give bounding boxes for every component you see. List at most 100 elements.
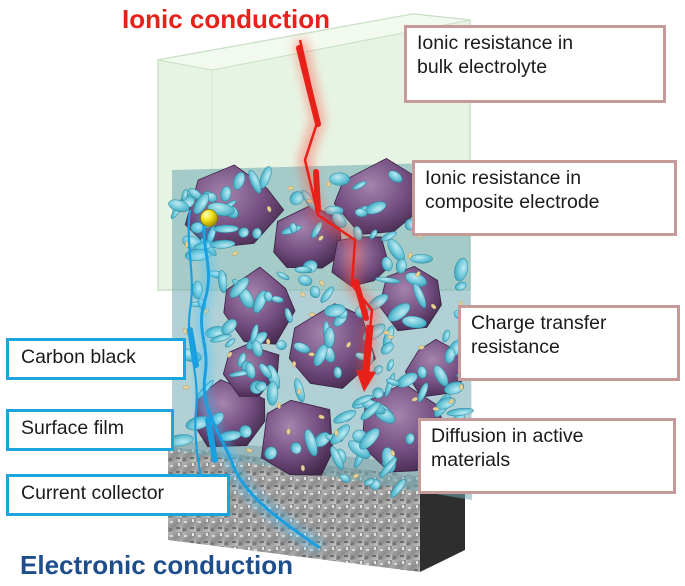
surface-film-grain <box>418 345 425 350</box>
carbon-black-flake <box>323 303 346 318</box>
label-line: Ionic resistance in <box>425 167 582 189</box>
carbon-black-flake <box>372 387 384 399</box>
carbon-black-flake <box>444 347 456 364</box>
carbon-black-flake <box>250 324 259 344</box>
carbon-black-flake <box>417 382 429 402</box>
label-line: resistance <box>471 335 560 358</box>
carbon-black-flake <box>255 381 267 392</box>
carbon-black-flake <box>369 229 378 240</box>
carbon-black-flake <box>220 186 232 202</box>
carbon-black-flake <box>379 457 398 478</box>
carbon-black-flake <box>380 342 394 355</box>
carbon-black-flake <box>309 286 321 298</box>
carbon-black-flake <box>360 401 381 421</box>
surface-film-grain <box>326 181 331 188</box>
surface-film-grain <box>300 464 305 472</box>
surface-film-grain <box>407 252 413 259</box>
electronic-conduction-title: Electronic conduction <box>20 550 294 580</box>
surface-film-grain <box>387 335 394 340</box>
carbon-black-flake <box>238 227 250 238</box>
current-collector-label: Current collector <box>6 474 230 516</box>
active-material-particle <box>260 399 334 476</box>
carbon-black-flake <box>276 271 290 281</box>
surface-film-grain <box>319 280 325 286</box>
surface-film-grain <box>227 351 233 358</box>
carbon-black-flake <box>375 276 401 284</box>
surface-film-grain <box>291 361 297 368</box>
carbon-black-flake <box>381 256 393 272</box>
surface-film-grain <box>318 414 325 420</box>
surface-film-grain <box>232 251 239 256</box>
surface-film-grain <box>308 352 315 357</box>
surface-film-grain <box>346 341 352 348</box>
label-line: Diffusion in active <box>431 425 584 447</box>
surface-film-grain <box>267 205 272 213</box>
carbon-black-flake <box>380 231 397 242</box>
carbon-black-flake <box>284 307 293 323</box>
carbon-black-flake <box>218 270 228 293</box>
carbon-black-flake <box>181 188 188 202</box>
carbon-black-flake <box>444 381 465 395</box>
carbon-black-flake <box>324 327 335 349</box>
carbon-black-flake <box>442 329 451 343</box>
surface-film-grain <box>334 429 339 437</box>
electronic-conduction-path <box>187 209 325 554</box>
surface-film-grain <box>299 291 306 297</box>
ionic-conduction-title: Ionic conduction <box>122 4 330 34</box>
surface-film-grain <box>182 328 188 335</box>
carbon-black-flake <box>304 429 318 457</box>
carbon-black-flake <box>333 410 357 424</box>
carbon-black-flake <box>354 208 368 218</box>
diffusion-label: Diffusion in active materials <box>418 418 676 494</box>
carbon-black-flake <box>221 318 237 335</box>
carbon-black-flake <box>168 199 190 213</box>
surface-film-grain <box>390 450 396 457</box>
carbon-black-flake <box>359 428 380 450</box>
carbon-black-flake <box>410 254 433 264</box>
surface-film-grain <box>383 330 390 335</box>
carbon-black-flake <box>446 407 474 417</box>
carbon-black-flake <box>294 266 313 274</box>
carbon-black-flake <box>193 193 209 215</box>
carbon-black-flake <box>333 366 342 379</box>
carbon-black-flake <box>329 172 350 186</box>
carbon-black-flake <box>298 274 313 287</box>
carbon-black-flake <box>252 227 262 239</box>
carbon-black-flake <box>252 290 268 314</box>
carbon-black-flake <box>386 359 394 372</box>
carbon-black-flake <box>339 473 351 483</box>
surface-film-grain <box>246 447 253 453</box>
charge-transfer-resistance-label: Charge transfer resistance <box>458 305 680 381</box>
surface-film-grain <box>448 398 455 405</box>
surface-film-grain <box>318 235 324 241</box>
surface-film-grain <box>352 473 359 479</box>
carbon-black-flake <box>289 222 297 234</box>
carbon-black-flake <box>353 394 373 405</box>
carbon-black-flake <box>213 224 239 233</box>
surface-film-grain <box>432 406 439 411</box>
carbon-black-flake <box>387 302 411 322</box>
carbon-black-flake <box>352 180 367 190</box>
carbon-black-flake <box>385 378 401 386</box>
surface-film-grain <box>411 397 418 402</box>
surface-film-label: Surface film <box>6 409 174 451</box>
carbon-black-flake <box>313 344 328 367</box>
surface-film-grain <box>430 303 437 310</box>
carbon-black-flake <box>225 338 236 348</box>
surface-film-grain <box>286 428 291 435</box>
carbon-black-flake <box>454 281 467 291</box>
ionic-conduction-path <box>293 38 380 392</box>
label-line: Charge transfer <box>471 312 607 334</box>
surface-film-grain <box>415 271 421 278</box>
carbon-black-flake <box>390 478 406 498</box>
carbon-black-flake <box>433 365 449 387</box>
carbon-black-flake <box>413 283 427 309</box>
label-line: Ionic resistance in <box>417 32 574 54</box>
surface-film-grain <box>296 388 302 395</box>
carbon-black-flake <box>266 381 279 406</box>
surface-film-grain <box>459 384 464 391</box>
carbon-black-flake <box>263 291 273 302</box>
label-line: materials <box>431 448 511 471</box>
label-line: bulk electrolyte <box>417 55 548 78</box>
carbon-black-flake <box>454 257 469 282</box>
